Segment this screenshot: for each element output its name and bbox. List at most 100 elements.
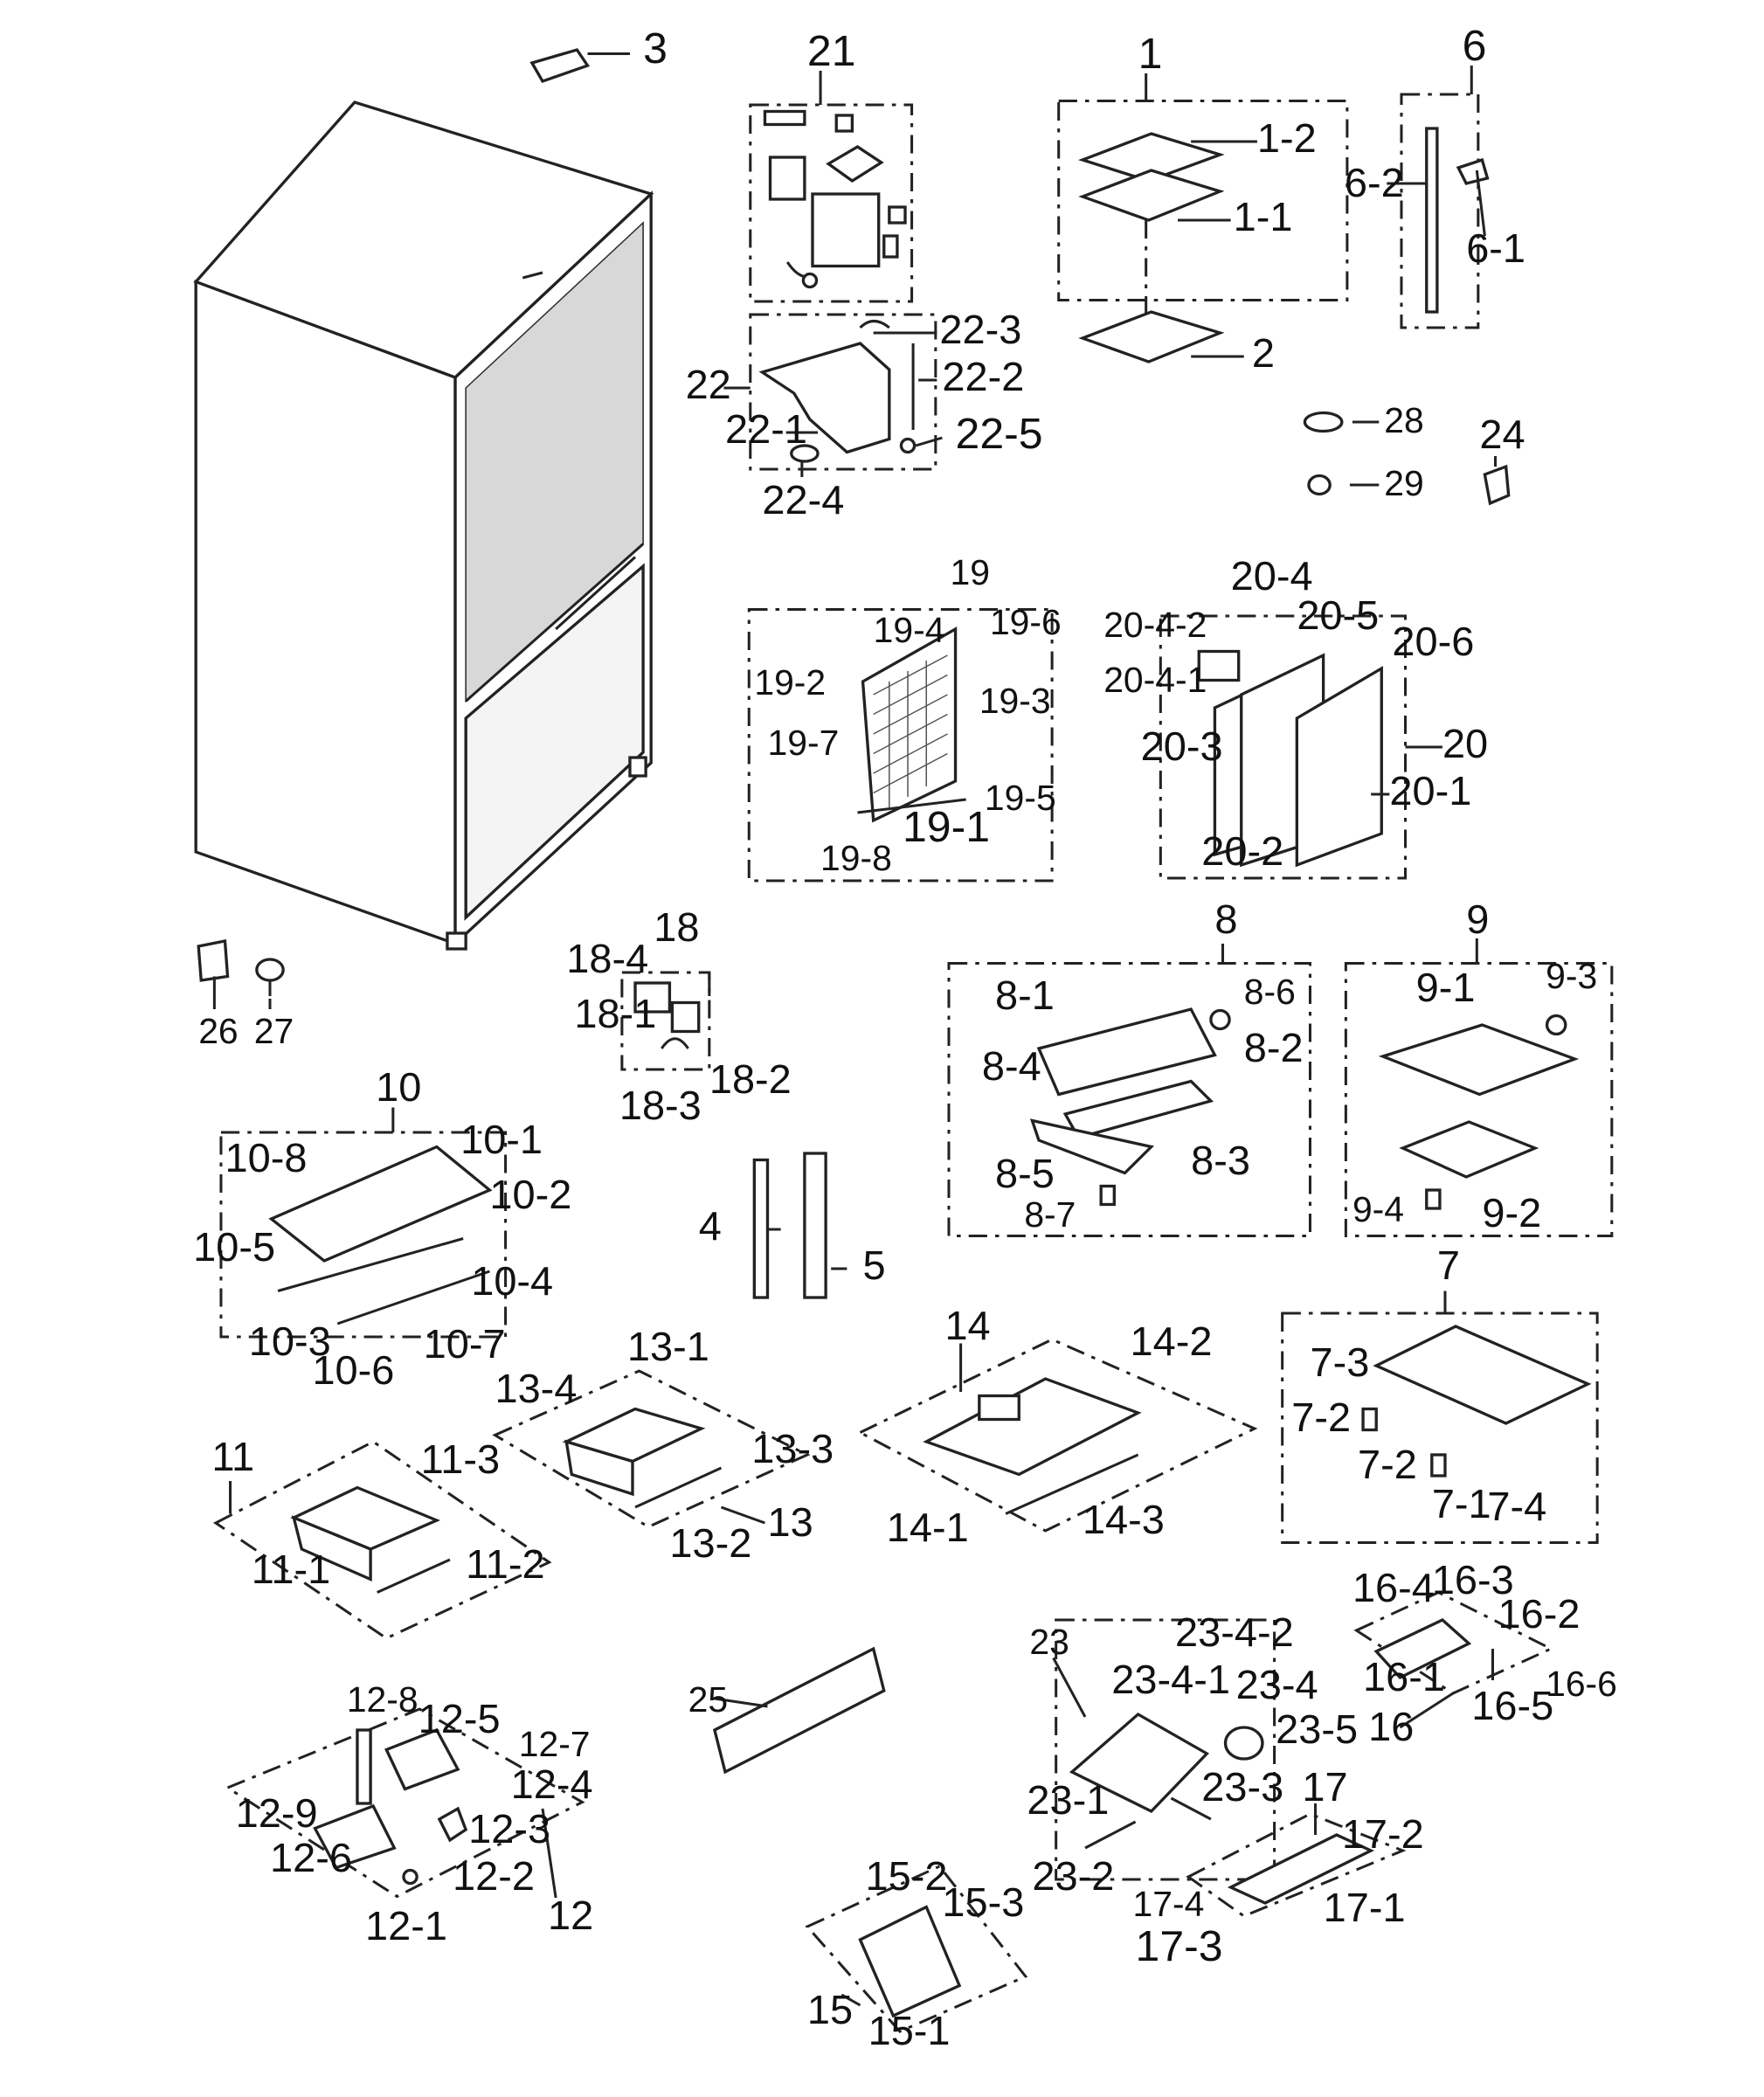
label-10-4: 10-4 xyxy=(471,1258,553,1304)
label-17-3: 17-3 xyxy=(1136,1921,1223,1970)
label-13-1: 13-1 xyxy=(627,1324,709,1369)
label-7-4: 7-4 xyxy=(1487,1484,1546,1529)
label-16-4: 16-4 xyxy=(1352,1565,1435,1610)
label-23-4-2: 23-4-2 xyxy=(1175,1609,1294,1655)
label-17: 17 xyxy=(1302,1764,1347,1810)
label-14-1: 14-1 xyxy=(887,1505,969,1550)
label-20-5: 20-5 xyxy=(1297,592,1379,638)
label-16-3: 16-3 xyxy=(1432,1557,1514,1602)
label-7-3: 7-3 xyxy=(1310,1339,1369,1385)
label-16-1: 16-1 xyxy=(1363,1654,1445,1699)
label-10-7: 10-7 xyxy=(424,1321,506,1367)
label-16-6: 16-6 xyxy=(1546,1664,1617,1704)
label-8-4: 8-4 xyxy=(982,1043,1041,1089)
label-27: 27 xyxy=(254,1011,294,1051)
label-13: 13 xyxy=(767,1499,813,1545)
label-14-2: 14-2 xyxy=(1130,1318,1212,1364)
label-18-1: 18-1 xyxy=(574,991,656,1036)
label-10-2: 10-2 xyxy=(489,1172,571,1217)
label-23-3: 23-3 xyxy=(1201,1764,1283,1810)
label-20-4: 20-4 xyxy=(1231,553,1313,599)
label-8-1: 8-1 xyxy=(995,972,1055,1018)
label-17-2: 17-2 xyxy=(1342,1811,1424,1857)
label-24: 24 xyxy=(1479,412,1525,457)
label-9-4: 9-4 xyxy=(1352,1189,1404,1229)
label-19-1: 19-1 xyxy=(903,802,990,851)
label-19-4: 19-4 xyxy=(874,610,945,650)
label-9: 9 xyxy=(1466,896,1489,942)
label-10-1: 10-1 xyxy=(460,1117,543,1162)
label-8-5: 8-5 xyxy=(995,1151,1055,1196)
label-12-4: 12-4 xyxy=(511,1761,593,1807)
label-16-5: 16-5 xyxy=(1471,1683,1553,1728)
label-8: 8 xyxy=(1214,896,1237,942)
label-18-2: 18-2 xyxy=(709,1056,792,1102)
label-18-4: 18-4 xyxy=(566,936,648,981)
label-20-6: 20-6 xyxy=(1392,619,1474,664)
label-12-3: 12-3 xyxy=(468,1806,550,1851)
label-4: 4 xyxy=(699,1203,722,1249)
label-23-1: 23-1 xyxy=(1027,1777,1109,1823)
label-19-6: 19-6 xyxy=(990,602,1062,642)
label-19-3: 19-3 xyxy=(979,681,1051,721)
part-number-labels: 3 21 1 6 1-2 1-1 2 6-2 6-1 22-3 22-2 22 … xyxy=(193,21,1617,2053)
label-11: 11 xyxy=(211,1434,254,1479)
label-22-3: 22-3 xyxy=(939,307,1021,352)
label-20-4-1: 20-4-1 xyxy=(1103,660,1207,700)
leader-lines xyxy=(212,52,1498,2007)
label-10-3: 10-3 xyxy=(249,1318,331,1364)
label-19-8: 19-8 xyxy=(820,838,892,878)
label-23-5: 23-5 xyxy=(1276,1706,1358,1752)
label-15-2: 15-2 xyxy=(866,1853,948,1899)
label-16: 16 xyxy=(1368,1704,1414,1749)
label-11-2: 11-2 xyxy=(466,1541,544,1587)
refrigerator-cabinet xyxy=(193,100,654,951)
label-15-1: 15-1 xyxy=(868,2008,951,2053)
label-7-2a: 7-2 xyxy=(1291,1395,1351,1440)
label-22-4: 22-4 xyxy=(762,477,844,523)
label-22-1: 22-1 xyxy=(725,406,807,452)
label-21: 21 xyxy=(807,26,856,75)
label-10-5: 10-5 xyxy=(193,1224,275,1270)
label-1-1: 1-1 xyxy=(1234,194,1293,239)
label-11-3: 11-3 xyxy=(421,1436,500,1482)
label-2: 2 xyxy=(1252,330,1275,376)
label-25: 25 xyxy=(688,1679,728,1720)
label-9-1: 9-1 xyxy=(1416,965,1476,1010)
label-23-2: 23-2 xyxy=(1032,1853,1114,1899)
label-12-8: 12-8 xyxy=(347,1679,419,1720)
label-7-2b: 7-2 xyxy=(1358,1442,1417,1487)
label-12-7: 12-7 xyxy=(519,1724,591,1764)
label-19-2: 19-2 xyxy=(754,662,826,702)
label-5: 5 xyxy=(863,1242,886,1288)
label-19-5: 19-5 xyxy=(985,778,1056,818)
label-15: 15 xyxy=(807,1987,853,2032)
label-23-4-1: 23-4-1 xyxy=(1111,1657,1230,1702)
part-group-boxes xyxy=(212,93,1614,2033)
label-12-6: 12-6 xyxy=(270,1835,352,1880)
label-14: 14 xyxy=(944,1303,990,1348)
label-13-2: 13-2 xyxy=(669,1520,751,1566)
label-8-6: 8-6 xyxy=(1244,972,1296,1012)
label-26: 26 xyxy=(198,1011,238,1051)
label-23: 23 xyxy=(1029,1622,1069,1662)
label-14-3: 14-3 xyxy=(1083,1497,1165,1542)
label-12: 12 xyxy=(548,1893,593,1938)
label-19-7: 19-7 xyxy=(767,723,839,763)
label-6-2: 6-2 xyxy=(1345,160,1404,205)
label-1-2: 1-2 xyxy=(1257,115,1317,161)
label-19: 19 xyxy=(951,552,990,592)
part-sketches xyxy=(197,48,1592,2018)
label-12-5: 12-5 xyxy=(419,1696,501,1741)
label-17-4: 17-4 xyxy=(1133,1884,1205,1924)
label-10-8: 10-8 xyxy=(225,1135,307,1180)
label-15-3: 15-3 xyxy=(942,1879,1024,1925)
label-20-2: 20-2 xyxy=(1201,828,1283,874)
label-9-3: 9-3 xyxy=(1546,956,1597,996)
label-23-4: 23-4 xyxy=(1236,1662,1318,1707)
label-9-2: 9-2 xyxy=(1482,1190,1541,1235)
label-8-2: 8-2 xyxy=(1244,1025,1304,1070)
label-13-3: 13-3 xyxy=(751,1426,834,1471)
label-18-3: 18-3 xyxy=(619,1083,702,1128)
